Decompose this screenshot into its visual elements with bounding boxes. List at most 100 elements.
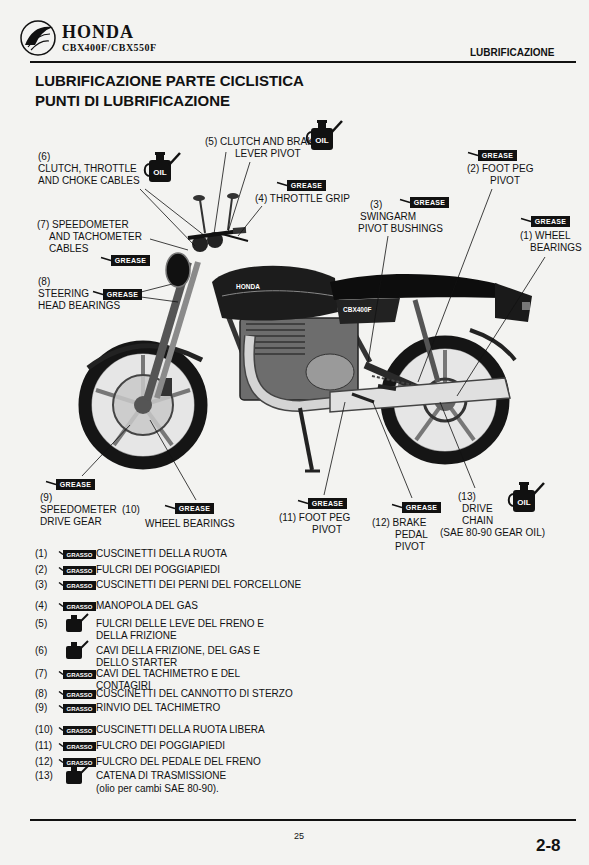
list-number: (12) xyxy=(35,756,53,768)
motorcycle xyxy=(200,200,205,233)
callout-label: CABLES xyxy=(49,243,88,255)
motorcycle xyxy=(378,386,396,389)
oil-can-icon xyxy=(71,615,77,620)
callout-label: PEDAL xyxy=(395,529,428,541)
callout-label: CLUTCH, THROTTLE xyxy=(38,163,137,175)
icon-shape xyxy=(317,120,327,123)
callout-label: SWINGARM xyxy=(360,211,416,223)
icon-text: GREASE xyxy=(312,500,343,507)
icon-shape xyxy=(149,160,171,182)
callout-label: (9) xyxy=(40,492,52,504)
list-text: CATENA DI TRASMISSIONE xyxy=(96,770,226,782)
icon-text: GREASE xyxy=(406,504,437,511)
icon-shape xyxy=(156,154,164,161)
icon-shape xyxy=(63,704,96,713)
decal-text: CBX400F xyxy=(343,306,372,314)
leader-line xyxy=(368,236,388,362)
icon-shape xyxy=(520,484,528,491)
list-text: CUSCINETTI DELLA RUOTA LIBERA xyxy=(96,724,265,736)
motorcycle xyxy=(249,336,340,406)
leader-line xyxy=(82,152,545,500)
icon-text: GRASSO xyxy=(66,692,92,698)
list-text: RINVIO DEL TACHIMETRO xyxy=(96,702,220,714)
oil-can-icon: OIL xyxy=(310,118,334,150)
icon-text: OIL xyxy=(153,169,166,177)
callout-label: DRIVE GEAR xyxy=(40,516,102,528)
leader-line xyxy=(141,282,180,292)
callout-label: WHEEL BEARINGS xyxy=(145,518,235,530)
icon-shape xyxy=(533,483,544,495)
list-number: (8) xyxy=(35,688,47,700)
grease-badge: GRASSO xyxy=(63,742,96,751)
grease-gun-icon: GREASE xyxy=(103,289,142,300)
grease-gun-icon: GREASE xyxy=(111,255,150,266)
icon-text: OIL xyxy=(315,137,328,145)
callout-label: (1) WHEEL xyxy=(520,230,571,242)
motorcycle xyxy=(495,283,532,322)
grease-badge: GRASSO xyxy=(63,670,96,679)
icon-shape xyxy=(521,219,531,222)
list-number: (9) xyxy=(35,702,47,714)
icon-shape xyxy=(59,583,63,586)
leader-line xyxy=(141,297,178,302)
motorcycle xyxy=(193,195,205,201)
list-text: DELLA FRIZIONE xyxy=(96,630,177,642)
icon-shape xyxy=(59,760,63,763)
leader-line xyxy=(145,189,205,236)
icon-shape xyxy=(63,758,96,767)
icon-text: GRASSO xyxy=(66,583,92,589)
grease-badge: GRASSO xyxy=(63,550,96,559)
icon-shape xyxy=(478,150,517,161)
icon-text: GREASE xyxy=(60,481,91,488)
callout-label: (6) xyxy=(38,151,50,163)
motorcycle xyxy=(246,335,305,337)
icon-shape xyxy=(63,566,96,575)
list-number: (3) xyxy=(35,579,47,591)
icon-text: GRASSO xyxy=(66,706,92,712)
icon-text: OIL xyxy=(517,499,530,507)
model-name: CBX400F/CBX550F xyxy=(62,42,157,54)
motorcycle xyxy=(300,408,312,470)
oil-can-icon xyxy=(66,646,82,659)
honda-logo xyxy=(21,21,55,55)
icon-shape xyxy=(63,742,96,751)
list-text: FULCRI DEI POGGIAPIEDI xyxy=(96,564,220,576)
icon-shape xyxy=(175,503,214,514)
icon-shape xyxy=(101,258,111,261)
leader-line xyxy=(372,400,412,498)
motorcycle xyxy=(227,193,239,199)
motorcycle xyxy=(166,253,190,287)
icon-shape xyxy=(63,690,96,699)
icon-text: GREASE xyxy=(291,182,322,189)
list-text: CAVI DEL TACHIMETRO E DEL xyxy=(96,668,240,680)
motorcycle xyxy=(352,394,374,402)
icon-text: GRASSO xyxy=(66,744,92,750)
icon-shape xyxy=(307,132,312,144)
icon-shape xyxy=(59,706,63,709)
list-number: (2) xyxy=(35,564,47,576)
list-text: CAVI DELLA FRIZIONE, DEL GAS E xyxy=(96,645,260,657)
grease-badge: GRASSO xyxy=(63,581,96,590)
grease-badge: GRASSO xyxy=(63,566,96,575)
leader-line xyxy=(324,402,345,495)
icon-shape xyxy=(46,482,56,485)
callout-label: (4) THROTTLE GRIP xyxy=(255,193,350,205)
callout-label: PIVOT BUSHINGS xyxy=(358,223,443,235)
motorcycle xyxy=(96,355,190,445)
grease-badge: GRASSO xyxy=(63,690,96,699)
list-text: CUSCINETTI DELLA RUOTA xyxy=(96,548,227,560)
motorcycle xyxy=(246,323,305,325)
motorcycle xyxy=(330,378,510,412)
oil-can-icon: OIL xyxy=(512,480,536,512)
motorcycle xyxy=(415,300,438,382)
icon-text: GRASSO xyxy=(66,568,92,574)
motorcycle xyxy=(522,302,530,310)
callout-label: AND CHOKE CABLES xyxy=(38,175,140,187)
callout-label: (5) CLUTCH AND BRAKE xyxy=(205,136,321,148)
grease-gun-icon: GREASE xyxy=(402,502,441,513)
icon-shape xyxy=(331,121,342,133)
header-rule xyxy=(30,61,576,63)
icon-text: GREASE xyxy=(414,199,445,206)
icon-shape xyxy=(59,552,63,555)
icon-shape xyxy=(59,568,63,571)
